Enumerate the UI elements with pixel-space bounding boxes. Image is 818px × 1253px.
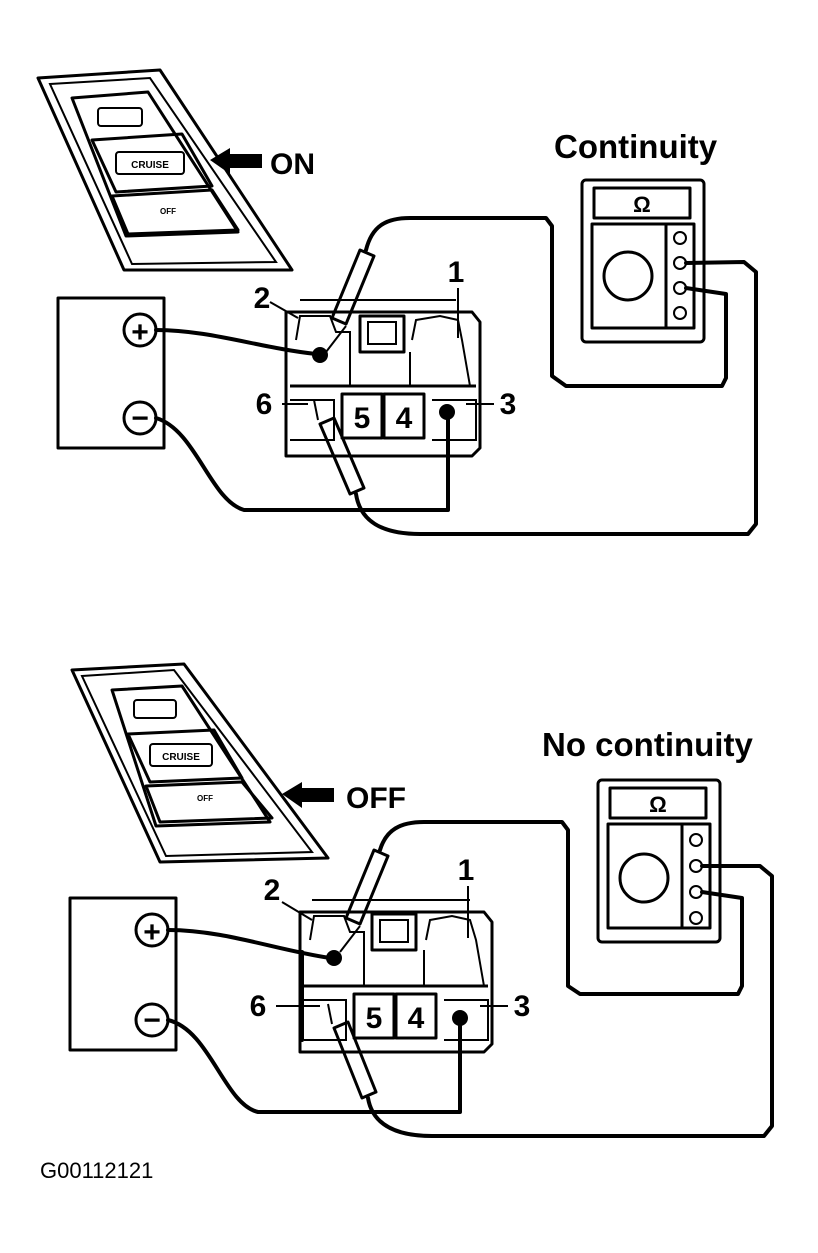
probe-lower	[327, 1003, 378, 1100]
switch-connector: 5 4	[284, 299, 482, 458]
terminal-3-label: 3	[500, 388, 517, 421]
selector-dial-icon	[602, 250, 654, 302]
battery: + −	[68, 896, 178, 1052]
meter-result-label: No continuity	[542, 726, 753, 763]
state-label: OFF	[346, 782, 406, 815]
multimeter: Ω	[596, 778, 722, 944]
indicator-lamp-icon	[97, 107, 143, 127]
terminal-6-label: 6	[250, 990, 267, 1023]
probe-upper	[339, 848, 390, 953]
state-arrow-on: ON	[210, 148, 315, 181]
terminal-5-label: 5	[366, 1002, 383, 1035]
panel-on: CRUISE OFF ON Continuity Ω	[36, 68, 758, 536]
state-label: ON	[270, 148, 315, 181]
selector-dial-icon	[618, 852, 670, 904]
cruise-button-label: CRUISE	[162, 752, 200, 763]
terminal-2-label: 2	[264, 874, 281, 907]
terminal-3-contact	[452, 1010, 468, 1026]
off-button-label: OFF	[197, 794, 213, 803]
figure-id: G00112121	[40, 1158, 153, 1183]
terminal-3-label: 3	[514, 990, 531, 1023]
off-button-label: OFF	[160, 207, 176, 216]
svg-text:−: −	[143, 1004, 161, 1037]
multimeter: Ω	[580, 178, 706, 344]
svg-text:+: +	[143, 916, 161, 949]
indicator-lamp-icon	[133, 699, 177, 719]
terminal-1-label: 1	[448, 256, 465, 289]
panel-off: CRUISE OFF OFF No continuity Ω	[68, 662, 774, 1138]
off-button: OFF	[110, 188, 240, 236]
terminal-2-contact	[326, 950, 342, 966]
cruise-button: CRUISE	[126, 728, 244, 784]
terminal-6-label: 6	[256, 388, 273, 421]
wires	[166, 820, 774, 1138]
cruise-switch: CRUISE OFF	[36, 68, 294, 272]
battery: + −	[56, 296, 166, 450]
ohm-symbol-icon: Ω	[633, 192, 651, 217]
terminal-2-label: 2	[254, 282, 271, 315]
switch-connector: 5 4	[298, 899, 494, 1054]
probe-lower	[313, 399, 366, 496]
terminal-4-label: 4	[408, 1002, 425, 1035]
terminal-3-contact	[439, 404, 455, 420]
cruise-button-label: CRUISE	[131, 160, 169, 171]
svg-text:+: +	[131, 316, 149, 349]
terminal-4-label: 4	[396, 402, 413, 435]
terminal-5-label: 5	[354, 402, 371, 435]
meter-result-label: Continuity	[554, 128, 718, 165]
probe-upper	[325, 248, 376, 353]
cruise-switch: CRUISE OFF	[70, 662, 330, 864]
terminal-2-contact	[312, 347, 328, 363]
wires	[154, 216, 758, 536]
terminal-1-label: 1	[458, 854, 475, 887]
ohm-symbol-icon: Ω	[649, 792, 667, 817]
off-button: OFF	[144, 780, 274, 824]
cruise-button: CRUISE	[90, 132, 214, 194]
svg-text:−: −	[131, 402, 149, 435]
state-arrow-off: OFF	[282, 782, 406, 815]
